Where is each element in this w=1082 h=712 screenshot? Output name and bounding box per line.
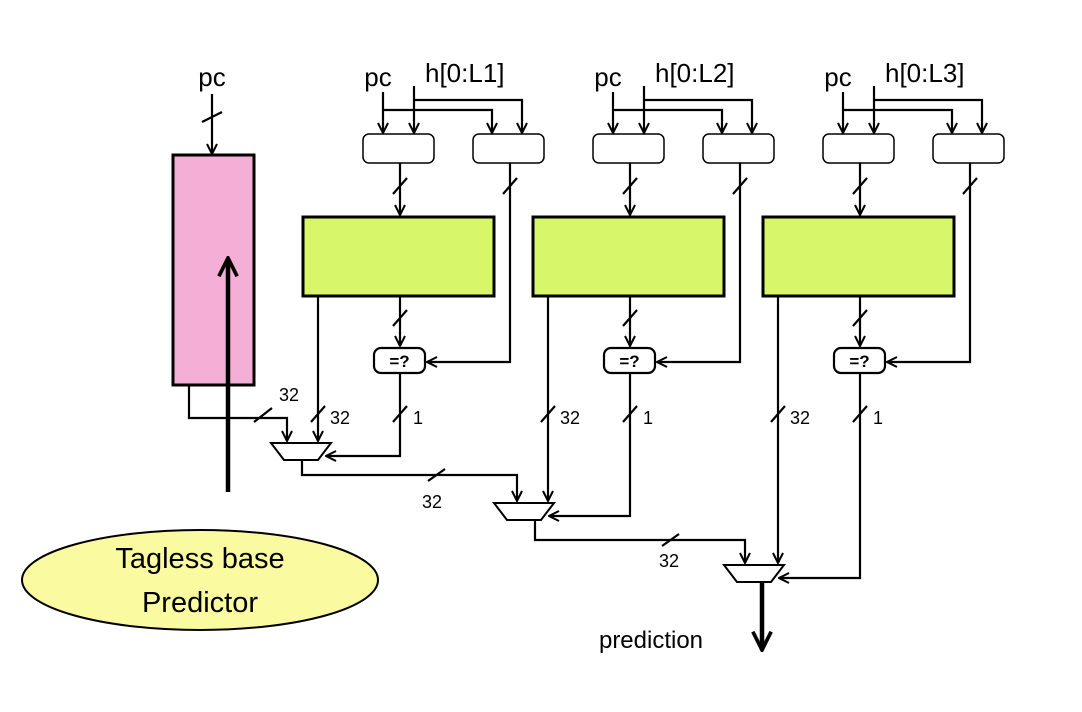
bus-slash [852, 177, 868, 195]
stage-2-comparator-label: =? [619, 352, 639, 371]
mux-1-output-wire [300, 460, 517, 501]
stage-3-prediction-width-label: 32 [790, 408, 810, 428]
caption-line-1: Tagless base [115, 543, 284, 575]
stage-1-hit-width-label: 1 [413, 408, 423, 428]
stage-3-pc-to-tag-hash [843, 108, 952, 133]
bus-slash [852, 405, 868, 423]
stage-1-pc-to-tag-hash [383, 108, 492, 133]
stage-1-index-hash [362, 133, 435, 164]
stage-3-index-hash [822, 133, 895, 164]
stage-1-tag-hash [472, 133, 545, 164]
bus-slash [201, 111, 223, 123]
mux-3 [721, 564, 787, 583]
stage-3-hit-width-label: 1 [873, 408, 883, 428]
stage-1-history-label: h[0:L1] [425, 58, 505, 88]
bus-slash [622, 405, 638, 423]
bus-slash [253, 407, 273, 423]
base-width-label: 32 [279, 385, 299, 405]
bus-slash [540, 405, 556, 423]
stage-1-comparator-label: =? [389, 352, 409, 371]
stage-2-prediction-width-label: 32 [560, 408, 580, 428]
tagged-stages: pc h[0:L1] =? 32 1 pc h[0:L2] =? 32 1 pc h[0:L3] =? 3… [301, 58, 1005, 578]
bus-slash [392, 309, 408, 327]
mux-2-output-wire [533, 520, 745, 563]
stage-1-tagged-table [301, 215, 496, 298]
mux-1 [268, 442, 334, 461]
stage-2-hit-width-label: 1 [643, 408, 653, 428]
stage-3-tag-hash [932, 133, 1005, 164]
mux-chain: 32 32 prediction [268, 442, 787, 654]
bus-slash [392, 177, 408, 195]
stage-3-history-label: h[0:L3] [885, 58, 965, 88]
bus-slash [770, 405, 786, 423]
stage-2-tag-hash-wire [657, 163, 742, 362]
stage-3-tagged-table [761, 215, 956, 298]
stage-1-history-to-tag-hash [414, 98, 522, 133]
stage-1-pc-label: pc [364, 62, 391, 92]
stage-2-history-to-tag-hash [644, 98, 752, 133]
stage-2-hit-wire [549, 373, 632, 516]
bus-slash [310, 405, 326, 423]
bus-slash [661, 533, 680, 547]
caption-line-2: Predictor [142, 587, 258, 619]
stage-3-hit-wire [779, 373, 862, 578]
stage-2-tagged-table [531, 215, 726, 298]
stage-2-pc-to-tag-hash [613, 108, 722, 133]
base-predictor-caption [21, 529, 379, 631]
prediction-label: prediction [599, 627, 703, 654]
chain-width-label-1: 32 [422, 492, 442, 512]
stage-2-index-hash [592, 133, 665, 164]
bus-slash [732, 177, 748, 195]
stage-2-history-label: h[0:L2] [655, 58, 735, 88]
base-predictor: pc 32 Tagless base Predictor [21, 62, 379, 631]
stage-3-tag-hash-wire [887, 163, 972, 362]
bus-slash [502, 177, 518, 195]
bus-slash [427, 468, 446, 482]
stage-1-hit-wire [326, 373, 402, 456]
base-prediction-wire [187, 385, 287, 441]
bus-slash [622, 309, 638, 327]
base-pc-label: pc [198, 62, 225, 92]
stage-3-history-to-tag-hash [874, 98, 982, 133]
bus-slash [852, 309, 868, 327]
mux-2 [491, 502, 557, 521]
bus-slash [962, 177, 978, 195]
chain-width-label-2: 32 [659, 551, 679, 571]
stage-3-comparator-label: =? [849, 352, 869, 371]
stage-1-prediction-width-label: 32 [330, 408, 350, 428]
bus-slash [392, 405, 408, 423]
stage-1-tag-hash-wire [427, 163, 512, 362]
stage-3-pc-label: pc [824, 62, 851, 92]
stage-2-tag-hash [702, 133, 775, 164]
bus-slash [622, 177, 638, 195]
base-predictor-table [171, 153, 256, 387]
stage-2-pc-label: pc [594, 62, 621, 92]
